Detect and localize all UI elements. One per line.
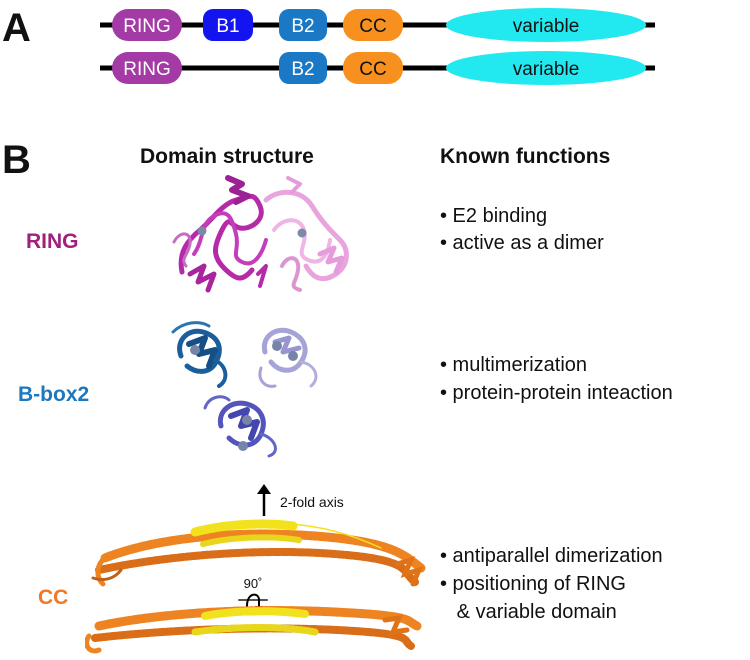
panel-a-letter: A [2,6,31,50]
two-fold-axis-label: 2-fold axis [280,494,344,510]
two-fold-axis-arrow [257,484,271,516]
row2-variable-domain [446,51,646,85]
bbox2-structure-image [171,321,318,458]
cc-row-label: CC [38,586,69,609]
row2-ring-domain [112,52,182,84]
ring-structure-image [172,175,349,293]
domain-architecture-diagram: RING B1 B2 CC variable RING B2 CC variab… [100,8,655,85]
row1-b2-label: B2 [291,16,314,37]
bbox2-row-label: B-box2 [18,383,90,406]
cc-structure-image: 90˚ [85,519,426,654]
row2-b2-domain [279,52,327,84]
ring-function-1: • E2 binding [440,205,548,227]
row1-b1-label: B1 [216,16,239,37]
domain-structure-heading: Domain structure [140,145,314,168]
cc-function-3: & variable domain [440,601,617,623]
ring-row-label: RING [26,230,79,253]
cc-function-2: • positioning of RING [440,573,626,595]
row1-ring-domain [112,9,182,41]
rotation-label: 90˚ [244,576,263,591]
row1-variable-label: variable [513,16,580,37]
cc-function-1: • antiparallel dimerization [440,545,663,567]
row1-b2-domain [279,9,327,41]
row2-cc-label: CC [359,59,386,80]
bbox2-function-1: • multimerization [440,354,588,376]
row2-b2-label: B2 [291,59,314,80]
panel-b-letter: B [2,138,31,182]
known-functions-heading: Known functions [440,145,611,168]
row1-variable-domain [446,8,646,42]
bbox2-function-2: • protein-protein inteaction [440,382,673,404]
row2-cc-domain [343,52,403,84]
row1-cc-label: CC [359,16,386,37]
row1-ring-label: RING [123,16,171,37]
ring-function-2: • active as a dimer [440,232,604,254]
row1-cc-domain [343,9,403,41]
row2-ring-label: RING [123,59,171,80]
row1-b1-domain [203,9,253,41]
row2-variable-label: variable [513,59,580,80]
